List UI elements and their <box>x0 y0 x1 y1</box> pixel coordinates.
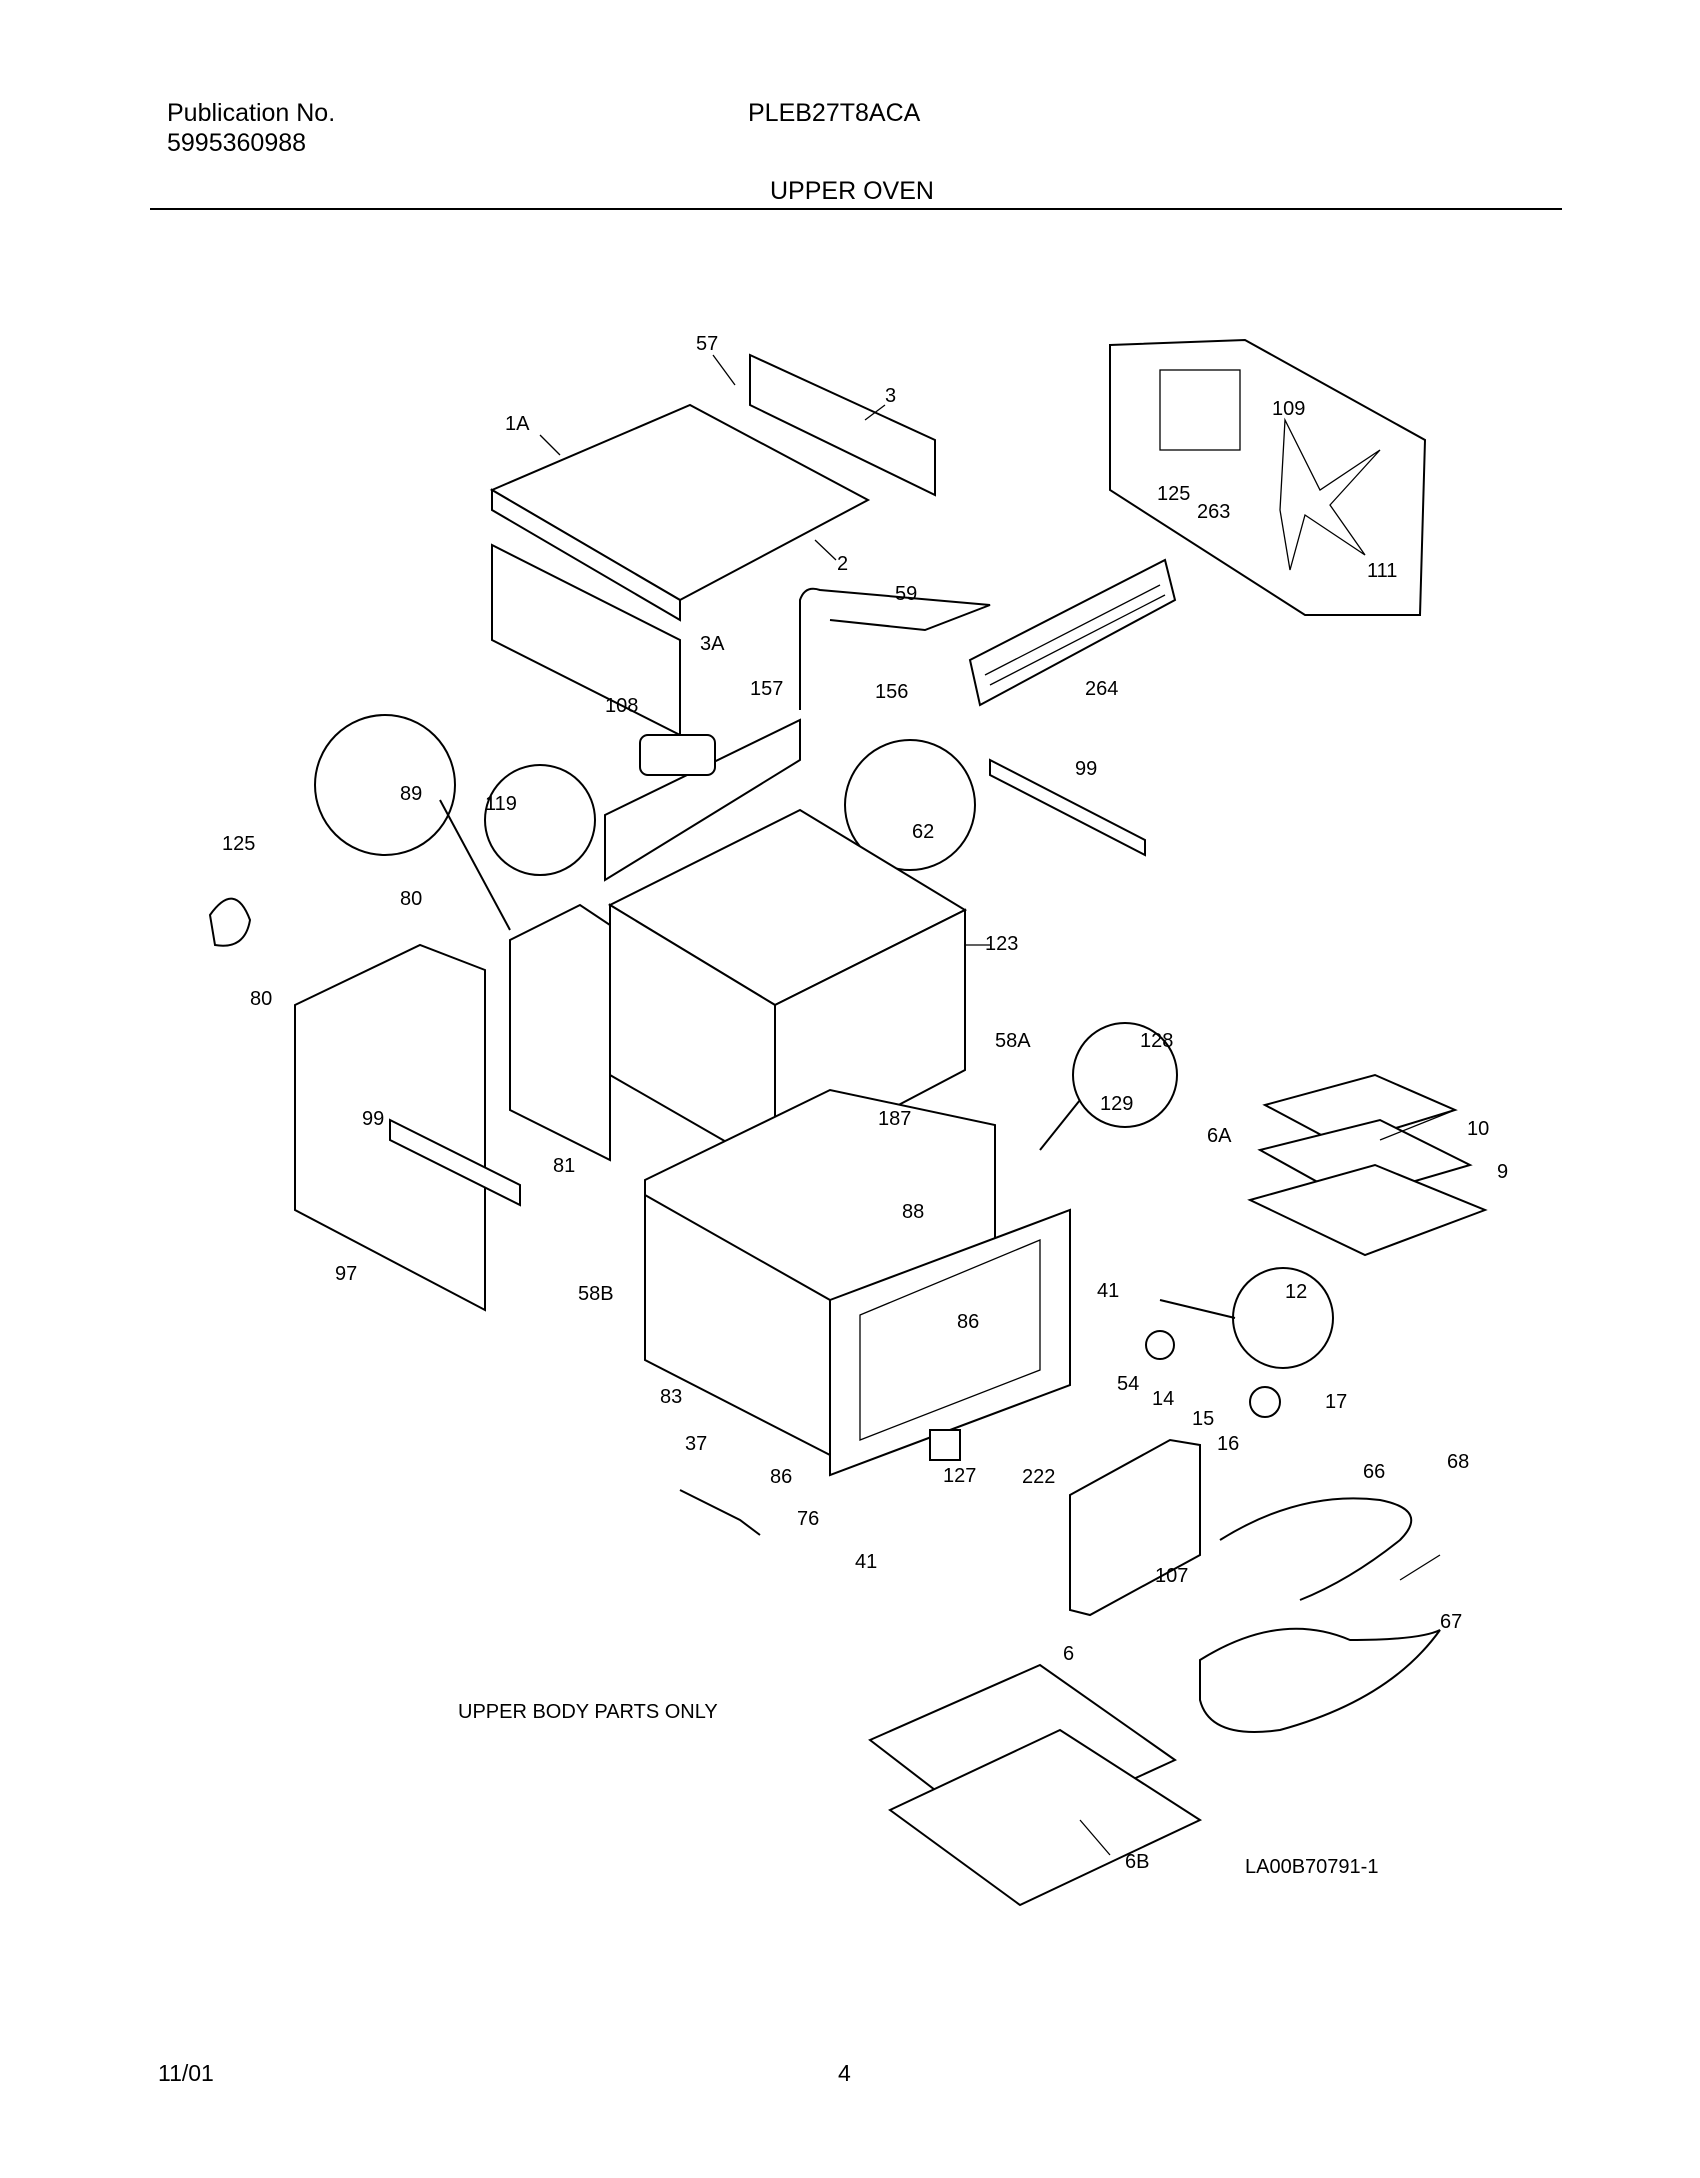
part-label: 57 <box>696 333 718 355</box>
part-label: 81 <box>553 1155 575 1177</box>
part-label: 3A <box>700 633 725 655</box>
bar-99-lower-drawing <box>389 1118 521 1207</box>
part-label: 66 <box>1363 1461 1385 1483</box>
part-label: 109 <box>1272 398 1305 420</box>
thermostat-drawing <box>929 1429 961 1461</box>
part-label: 123 <box>985 933 1018 955</box>
lamp-socket-drawing <box>1145 1330 1175 1360</box>
part-label: 1A <box>505 413 530 435</box>
pointer-arrow-12 <box>1159 1299 1236 1319</box>
part-label: 263 <box>1197 501 1230 523</box>
part-label: 80 <box>400 888 422 910</box>
section-title: UPPER OVEN <box>770 177 934 205</box>
diagram-note: UPPER BODY PARTS ONLY <box>458 1701 718 1723</box>
part-labels: 57 3 1A 2 109 125 263 111 59 3A 156 264 … <box>222 333 1508 1873</box>
part-label: 41 <box>855 1551 877 1573</box>
pointer-arrow-89 <box>439 799 511 931</box>
part-label: 6A <box>1207 1125 1232 1147</box>
leader-lines <box>539 354 1456 1856</box>
broil-pan-drawing <box>1247 1073 1488 1257</box>
model-number: PLEB27T8ACA <box>748 99 921 127</box>
broil-element-drawing <box>1219 1497 1413 1601</box>
part-label: 86 <box>957 1311 979 1333</box>
lamp-lens-drawing <box>1249 1386 1281 1418</box>
part-label: 67 <box>1440 1611 1462 1633</box>
bar-99-drawing <box>989 758 1146 857</box>
part-label: 41 <box>1097 1280 1119 1302</box>
inset-circle-62 <box>844 739 976 871</box>
fan-inset-drawing <box>1109 338 1427 616</box>
drawing-id: LA00B70791-1 <box>1245 1856 1378 1878</box>
part-label: 2 <box>837 553 848 575</box>
publication-number: 5995360988 <box>167 129 307 157</box>
oven-liner-drawing <box>644 1088 1071 1477</box>
part-label: 222 <box>1022 1466 1055 1488</box>
sensor-37-drawing <box>679 1489 761 1536</box>
duct-drawing <box>799 587 991 710</box>
part-label: 97 <box>335 1263 357 1285</box>
part-label: 58B <box>578 1283 614 1305</box>
top-panel-drawing <box>489 353 936 737</box>
part-label: 16 <box>1217 1433 1239 1455</box>
part-label: 99 <box>1075 758 1097 780</box>
part-label: 6 <box>1063 1643 1074 1665</box>
fan-125-drawing <box>208 897 252 947</box>
publication-label: Publication No. <box>167 99 336 127</box>
part-label: 107 <box>1155 1565 1188 1587</box>
part-label: 10 <box>1467 1118 1489 1140</box>
page-number: 4 <box>838 2060 851 2086</box>
part-label: 59 <box>895 583 917 605</box>
header-rule <box>150 208 1562 210</box>
footer-date: 11/01 <box>158 2060 214 2086</box>
rack-6B-drawing <box>888 1728 1203 1907</box>
part-label: 62 <box>912 821 934 843</box>
part-label: 157 <box>750 678 783 700</box>
bracket-drawing <box>604 718 801 882</box>
grille-drawing <box>968 558 1177 707</box>
part-label: 68 <box>1447 1451 1469 1473</box>
part-label: 12 <box>1285 1281 1307 1303</box>
part-label: 129 <box>1100 1093 1133 1115</box>
part-label: 99 <box>362 1108 384 1130</box>
part-label: 89 <box>400 783 422 805</box>
part-label: 156 <box>875 681 908 703</box>
part-label: 119 <box>485 793 517 815</box>
part-label: 125 <box>1157 483 1190 505</box>
part-label: 88 <box>902 1201 924 1223</box>
part-label: 127 <box>943 1465 976 1487</box>
inset-circle-119 <box>484 764 596 876</box>
part-label: 264 <box>1085 678 1118 700</box>
part-label: 125 <box>222 833 255 855</box>
part-label: 9 <box>1497 1161 1508 1183</box>
part-label: 108 <box>605 695 638 717</box>
part-label: 58A <box>995 1030 1031 1052</box>
part-label: 54 <box>1117 1373 1139 1395</box>
part-label: 6B <box>1125 1851 1149 1873</box>
part-label: 80 <box>250 988 272 1010</box>
part-label: 76 <box>797 1508 819 1530</box>
part-label: 86 <box>770 1466 792 1488</box>
inset-circle-89 <box>314 714 456 856</box>
rear-panel-drawing <box>509 903 611 1162</box>
rear-cover-drawing <box>1069 1438 1201 1617</box>
inset-circle-12 <box>1232 1267 1334 1369</box>
bake-element-drawing <box>1199 1627 1441 1733</box>
part-label: 83 <box>660 1386 682 1408</box>
inset-circle-128 <box>1072 1022 1178 1128</box>
part-label: 14 <box>1152 1388 1174 1410</box>
part-label: 128 <box>1140 1030 1173 1052</box>
pointer-arrow-128 <box>1039 1099 1081 1151</box>
part-label: 187 <box>878 1108 911 1130</box>
part-label: 15 <box>1192 1408 1214 1430</box>
part-label: 17 <box>1325 1391 1347 1413</box>
motor-drawing <box>639 734 716 776</box>
part-label: 111 <box>1367 560 1397 582</box>
part-label: 37 <box>685 1433 707 1455</box>
part-label: 3 <box>885 385 896 407</box>
